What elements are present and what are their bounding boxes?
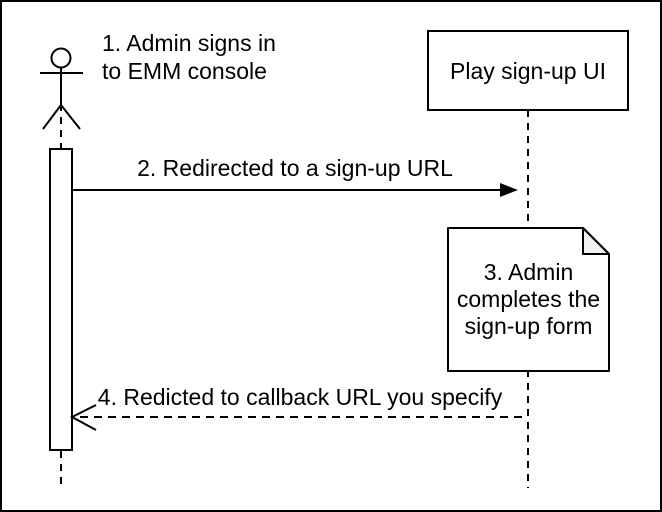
note-label: 3. Admin completes the sign-up form	[456, 259, 601, 339]
actor-activation-bar	[49, 148, 73, 451]
note-shape	[447, 227, 610, 372]
actor-step-label: 1. Admin signs in to EMM console	[102, 30, 276, 84]
actor-icon	[40, 47, 83, 130]
actor-left-leg	[42, 104, 62, 130]
message-redirect-label: 2. Redirected to a sign-up URL	[137, 155, 453, 181]
message-callback-arrowhead-icon	[69, 404, 97, 431]
note-fold-icon	[582, 227, 610, 255]
message-callback-label: 4. Redicted to callback URL you specify	[97, 384, 503, 410]
message-redirect-arrowhead-icon	[500, 183, 518, 197]
actor-right-leg	[60, 104, 81, 130]
play-signup-box-label: Play sign-up UI	[450, 57, 606, 84]
play-signup-box	[427, 30, 629, 111]
